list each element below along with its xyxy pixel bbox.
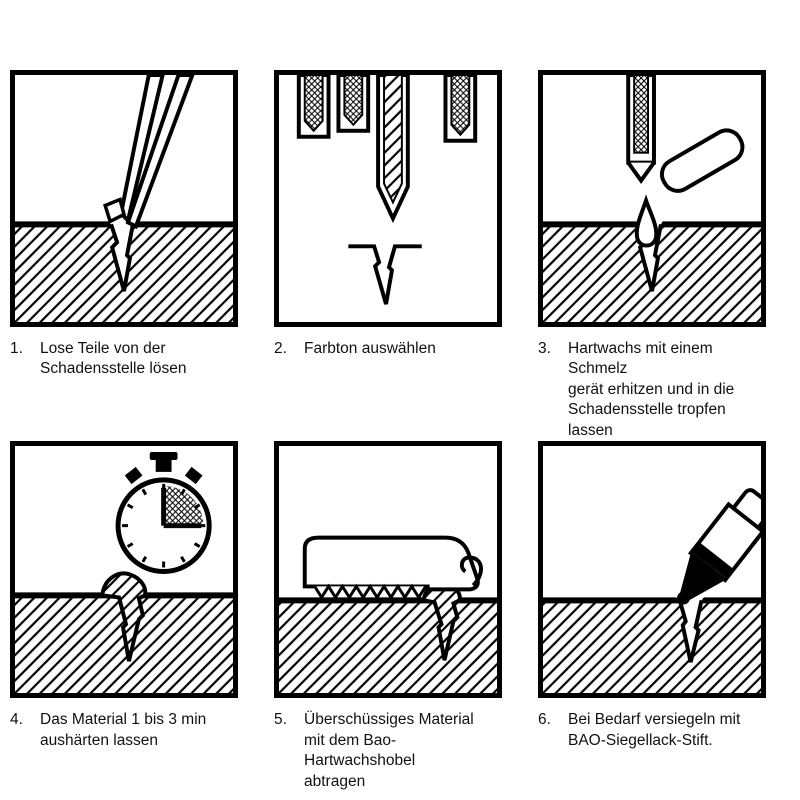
step-panel-5: 5. Überschüssiges Material mit dem Bao-H… [274, 441, 502, 792]
step-number: 3. [538, 340, 551, 357]
loose-flake [103, 197, 127, 224]
wax-sticks-icon [296, 75, 478, 305]
step-6-illustration-frame [538, 441, 766, 699]
wax-filling [99, 571, 148, 662]
marker-pen [677, 488, 761, 605]
step-5-illustration-frame [274, 441, 502, 699]
wax-drop [634, 194, 659, 248]
step-text: Überschüssiges Material mit dem Bao-Hart… [304, 711, 474, 790]
step-3-illustration-frame [538, 70, 766, 327]
tweezers-icon [15, 75, 233, 322]
step-text: Hartwachs mit einem Schmelz gerät erhitz… [568, 340, 735, 439]
damage-crack [348, 244, 422, 305]
step-panel-6: 6. Bei Bedarf versiegeln mit BAO-Siegell… [538, 441, 766, 792]
step-number: 4. [10, 711, 23, 729]
step-4-caption: 4. Das Material 1 bis 3 min aushärten la… [10, 710, 238, 788]
step-panel-1: 1. Lose Teile von der Schadensstelle lös… [10, 70, 238, 441]
step-3-caption: 3. Hartwachs mit einem Schmelz gerät erh… [538, 339, 766, 441]
plane-scraper-icon [279, 535, 497, 694]
step-panel-4: 4. Das Material 1 bis 3 min aushärten la… [10, 441, 238, 792]
step-number: 1. [10, 340, 23, 357]
step-number: 2. [274, 340, 287, 357]
step-text: Bei Bedarf versiegeln mit BAO-Siegellack… [568, 711, 741, 749]
step-text: Farbton auswählen [304, 340, 436, 357]
step-number: 6. [538, 711, 551, 729]
step-4-illustration-frame [10, 441, 238, 699]
sealing-pen-icon [543, 488, 761, 694]
melting-tool-icon [543, 75, 761, 322]
step-panel-2: 2. Farbton auswählen [274, 70, 502, 441]
tweezer-prong-right [125, 75, 195, 230]
step-6-caption: 6. Bei Bedarf versiegeln mit BAO-Siegell… [538, 710, 766, 788]
shaving-curl [459, 555, 483, 588]
step-2-illustration-frame [274, 70, 502, 327]
melting-tool-head [659, 128, 745, 193]
step-text: Lose Teile von der Schadensstelle lösen [40, 340, 187, 378]
elapsed-time-sector [163, 486, 204, 526]
step-number: 5. [274, 711, 287, 729]
step-2-caption: 2. Farbton auswählen [274, 339, 502, 417]
step-text: Das Material 1 bis 3 min aushärten lasse… [40, 711, 207, 749]
serrated-blade [313, 583, 427, 601]
step-1-illustration-frame [10, 70, 238, 327]
step-1-caption: 1. Lose Teile von der Schadensstelle lös… [10, 339, 238, 417]
stopwatch-icon [15, 452, 233, 694]
step-panel-3: 3. Hartwachs mit einem Schmelz gerät erh… [538, 70, 766, 441]
step-5-caption: 5. Überschüssiges Material mit dem Bao-H… [274, 710, 502, 792]
plane-body [302, 535, 480, 592]
